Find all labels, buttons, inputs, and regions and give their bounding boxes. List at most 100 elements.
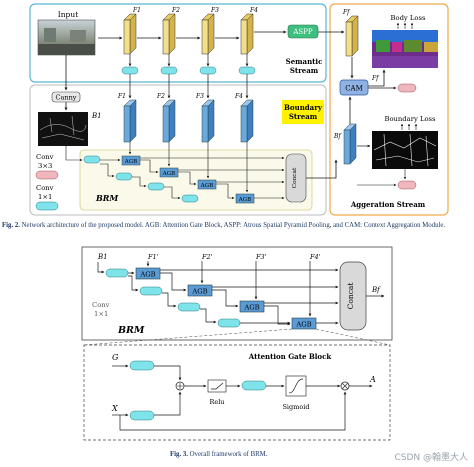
conv3-label-2: 3×3 — [38, 162, 52, 170]
segmentation-output-image — [372, 30, 438, 68]
f2-label: F2 — [156, 93, 165, 100]
fig3-agb-1 — [135, 267, 161, 280]
boundary-features: F1 F2 F3 F4 — [117, 74, 254, 143]
conv1-label-2: 1×1 — [38, 193, 52, 201]
boundary-stream-box — [29, 84, 327, 216]
fig3-b1-pill — [105, 268, 129, 278]
feature-f1-top — [123, 13, 137, 55]
brm-outer-box — [81, 246, 393, 341]
fig3-conv-label-2: 1×1 — [94, 310, 108, 318]
x-label: X — [111, 404, 118, 413]
cam-output-pill — [397, 83, 417, 93]
input-label: Input — [58, 10, 78, 19]
boundary-stream-highlight — [282, 100, 324, 124]
cam-label: CAM — [345, 85, 363, 93]
canny-edge-image — [38, 112, 88, 146]
f3-label: F3 — [195, 93, 204, 100]
svg-text:AGB: AGB — [238, 197, 251, 203]
body-loss-label: Body Loss — [390, 14, 426, 22]
encoder-features: F1 F2 F3 F4 — [98, 7, 258, 55]
brm-label: BRM — [95, 193, 119, 203]
fig3-caption: Fig. 3. Overall framework of BRM. — [170, 451, 267, 458]
brm-internals: AGB AGB AGB AGB Concat — [65, 142, 307, 204]
fig3-agb-2 — [187, 284, 213, 297]
fig3-f4-label: F4' — [309, 253, 321, 261]
conv3-legend-pill — [35, 170, 59, 180]
svg-text:AGB: AGB — [295, 321, 311, 329]
conv1-label-1: Conv — [36, 184, 54, 192]
fig3-agb-3 — [239, 300, 265, 313]
conv3-label-1: Conv — [36, 153, 54, 161]
attention-gate-box — [83, 344, 391, 441]
watermark: CSDN @翰墨大人 — [394, 453, 468, 463]
cam-box — [339, 79, 369, 96]
svg-text:AGB: AGB — [139, 271, 155, 279]
figure-2: Input Canny B1 — [29, 3, 449, 216]
bf-label: Bf — [333, 133, 342, 140]
boundary-output-image — [372, 131, 438, 169]
fig3-pill-2 — [139, 286, 163, 296]
g-conv-pill — [129, 360, 155, 371]
fig3-agb-4 — [291, 317, 317, 330]
fig3-pill-3 — [177, 302, 201, 312]
conv1-legend-pill — [35, 201, 59, 211]
fig3-f2-label: F2' — [201, 253, 213, 261]
aspp-label: ASPP — [292, 28, 313, 36]
f2-top-label: F2 — [171, 7, 180, 14]
a-label: A — [369, 375, 376, 384]
f4-top-label: F4 — [249, 7, 258, 14]
relu-label: Relu — [209, 398, 224, 406]
svg-text:AGB: AGB — [200, 183, 213, 189]
svg-text:AGB: AGB — [124, 159, 137, 165]
semantic-stream-box — [29, 3, 327, 83]
svg-text:AGB: AGB — [243, 304, 259, 312]
semantic-stream-label-2: Stream — [290, 66, 319, 75]
relu-box — [207, 379, 227, 393]
fig3-caption-text: Overall framework of BRM. — [189, 451, 268, 458]
f3-top-label: F3 — [210, 7, 219, 14]
figure-3: B1 F1' F2' F3' F4' AGB AGB AGB AGB — [81, 246, 393, 441]
aggregation-stream-box — [329, 3, 449, 216]
fig3-conv-label-1: Conv — [92, 301, 110, 309]
aspp-box — [287, 24, 319, 39]
ff-top-label: Ff — [342, 9, 351, 16]
x-conv-pill — [129, 410, 155, 421]
canny-label: Canny — [56, 94, 77, 102]
svg-text:Concat: Concat — [292, 167, 298, 188]
feature-bf — [343, 123, 357, 165]
boundary-output-pill — [397, 180, 417, 190]
semantic-conv-pills — [121, 54, 256, 75]
svg-text:AGB: AGB — [191, 288, 207, 296]
b1-label: B1 — [91, 112, 102, 120]
feature-f3-top — [201, 13, 215, 55]
fig2-caption: Fig. 2. Network architecture of the prop… — [2, 222, 445, 229]
feature-ff — [345, 15, 359, 57]
boundary-stream-label-2: Stream — [289, 112, 318, 121]
boundary-stream-label-1: Boundary — [284, 103, 323, 112]
feature-f2-top — [162, 13, 176, 55]
f1-top-label: F1 — [132, 7, 141, 14]
svg-text:Concat: Concat — [346, 283, 355, 310]
svg-text:AGB: AGB — [162, 171, 175, 177]
fig3-brm-label: BRM — [117, 325, 145, 336]
f4-label: F4 — [234, 93, 243, 100]
fig3-bf-label: Bf — [371, 286, 381, 294]
aggregation-stream-label: Aggeration Stream — [350, 200, 426, 209]
fig3-caption-number: Fig. 3. — [170, 451, 188, 458]
fig3-pill-4 — [217, 318, 241, 328]
fig3-f1-label: F1' — [147, 253, 159, 261]
fig2-caption-text: Network architecture of the proposed mod… — [21, 222, 446, 229]
relu-conv-pill — [241, 380, 267, 391]
f1-label: F1 — [117, 93, 126, 100]
semantic-stream-label-1: Semantic — [286, 57, 323, 66]
sigmoid-label: Sigmoid — [282, 403, 309, 411]
ff-cam-label: Ff — [371, 75, 380, 82]
fig2-caption-number: Fig. 2. — [2, 222, 20, 229]
feature-f4-top — [240, 13, 254, 55]
fig3-b1-label: B1 — [97, 253, 108, 261]
attention-gate-title: Attention Gate Block — [248, 352, 332, 361]
fig3-f3-label: F3' — [255, 253, 267, 261]
boundary-loss-label: Boundary Loss — [384, 115, 436, 123]
g-label: G — [112, 353, 119, 362]
